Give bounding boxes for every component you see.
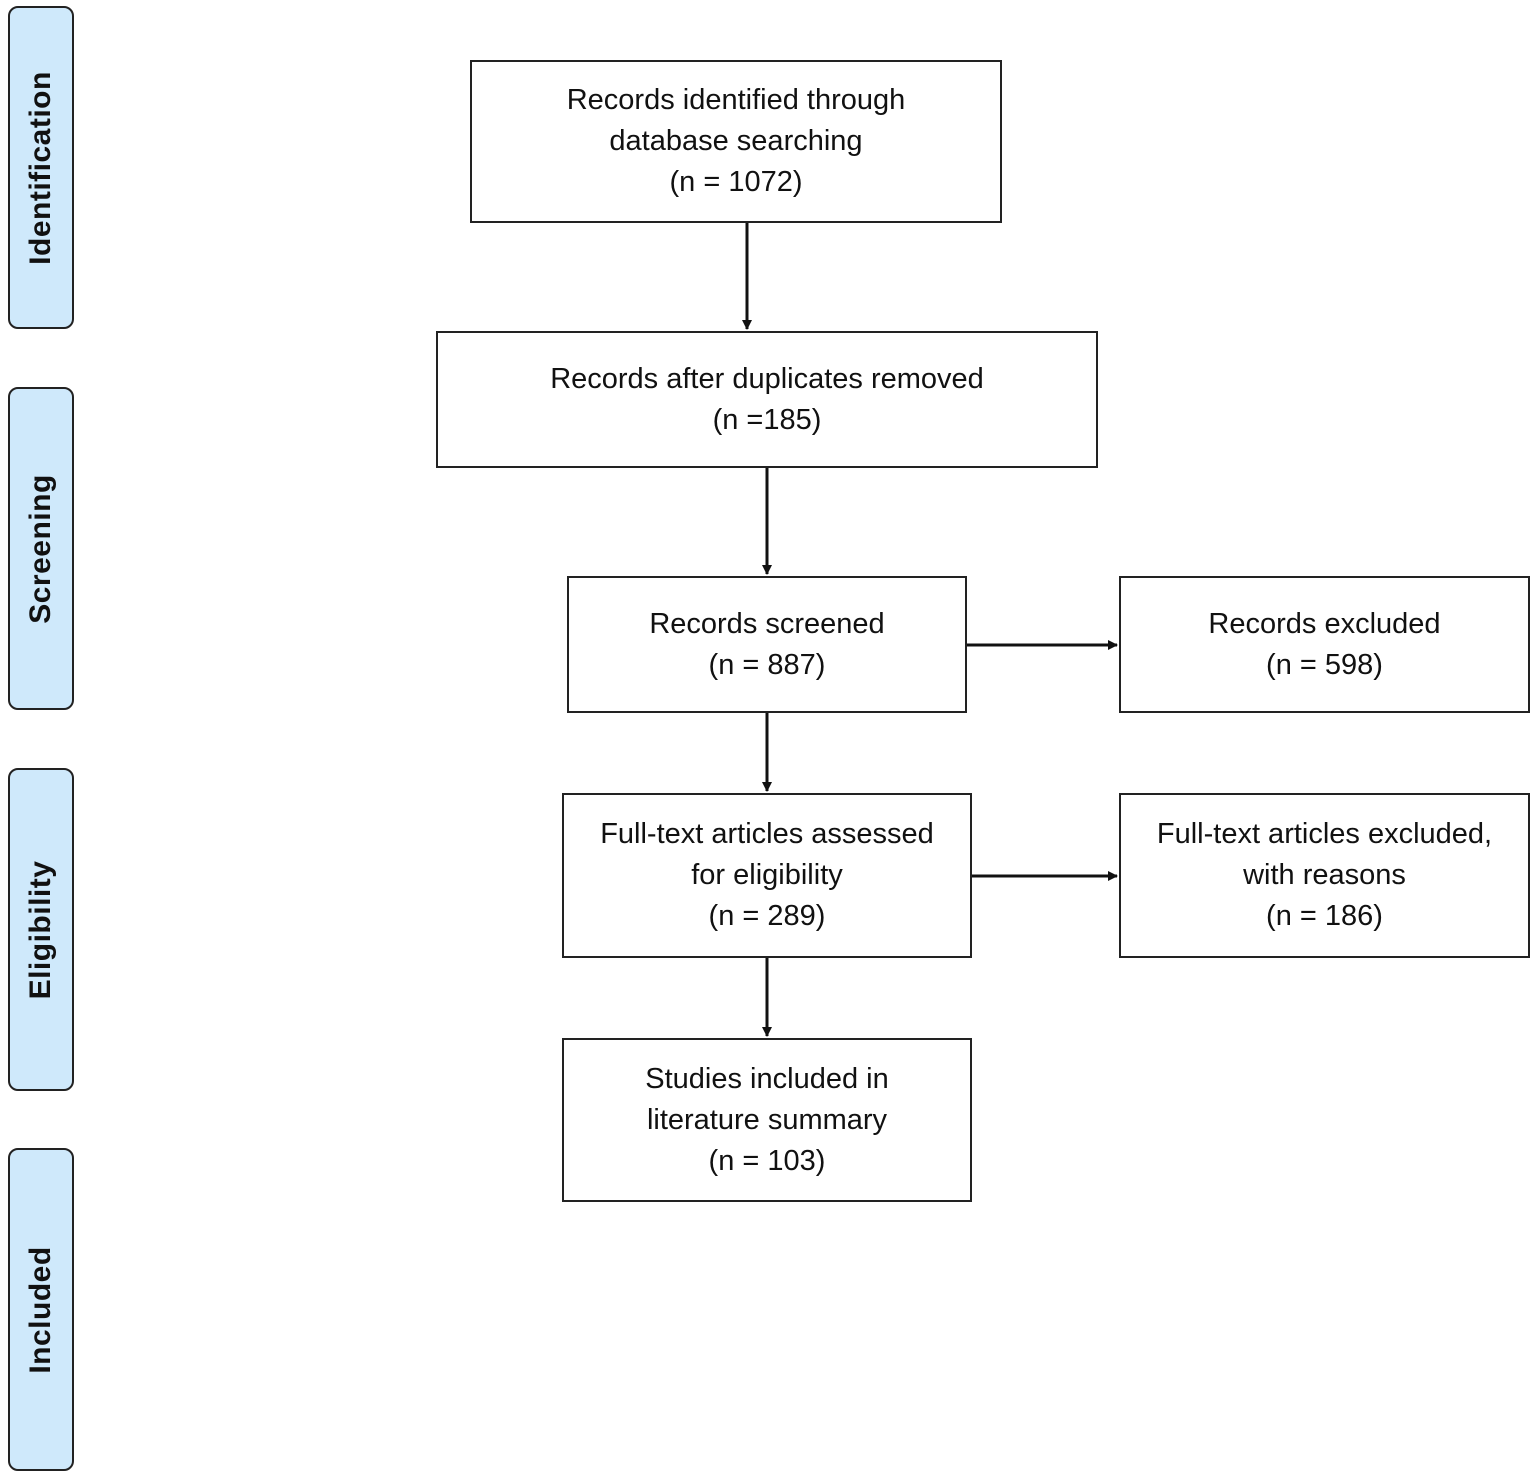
stage-eligibility-label: Eligibility bbox=[24, 860, 57, 999]
studies-included-line2: literature summary bbox=[646, 1103, 888, 1136]
fulltext-excluded-count: (n = 186) bbox=[1266, 900, 1383, 932]
fulltext-assessed-line2: for eligibility bbox=[691, 859, 843, 891]
records-excluded-line1: Records excluded bbox=[1208, 607, 1441, 640]
stage-eligibility: Eligibility bbox=[8, 768, 74, 1091]
stage-included: Included bbox=[8, 1148, 74, 1471]
studies-included-line1: Studies included in bbox=[645, 1062, 889, 1095]
stage-screening: Screening bbox=[8, 387, 74, 710]
records-excluded-box: Records excluded (n = 598) bbox=[1119, 576, 1530, 713]
records-screened-count: (n = 887) bbox=[708, 648, 826, 681]
records-identified-line2: database searching bbox=[609, 125, 863, 157]
fulltext-excluded-line2: with reasons bbox=[1243, 859, 1406, 891]
fulltext-assessed-box: Full-text articles assessed for eligibil… bbox=[562, 793, 972, 958]
records-deduplicated-line1: Records after duplicates removed bbox=[550, 362, 984, 395]
studies-included-box: Studies included in literature summary (… bbox=[562, 1038, 972, 1202]
records-deduplicated-box: Records after duplicates removed (n =185… bbox=[436, 331, 1098, 468]
stage-screening-label: Screening bbox=[24, 473, 57, 624]
stage-identification: Identification bbox=[8, 6, 74, 329]
records-deduplicated-count: (n =185) bbox=[712, 403, 822, 436]
records-identified-count: (n = 1072) bbox=[669, 166, 803, 198]
fulltext-excluded-box: Full-text articles excluded, with reason… bbox=[1119, 793, 1530, 958]
records-excluded-count: (n = 598) bbox=[1266, 648, 1383, 681]
records-identified-box: Records identified through database sear… bbox=[470, 60, 1002, 223]
studies-included-count: (n = 103) bbox=[708, 1144, 826, 1177]
stage-included-label: Included bbox=[24, 1245, 57, 1374]
records-screened-box: Records screened (n = 887) bbox=[567, 576, 967, 713]
fulltext-assessed-line1: Full-text articles assessed bbox=[600, 818, 934, 850]
fulltext-assessed-count: (n = 289) bbox=[708, 900, 826, 932]
fulltext-excluded-line1: Full-text articles excluded, bbox=[1156, 818, 1493, 850]
records-screened-line1: Records screened bbox=[649, 607, 885, 640]
stage-identification-label: Identification bbox=[24, 70, 57, 265]
records-identified-line1: Records identified through bbox=[566, 84, 906, 116]
